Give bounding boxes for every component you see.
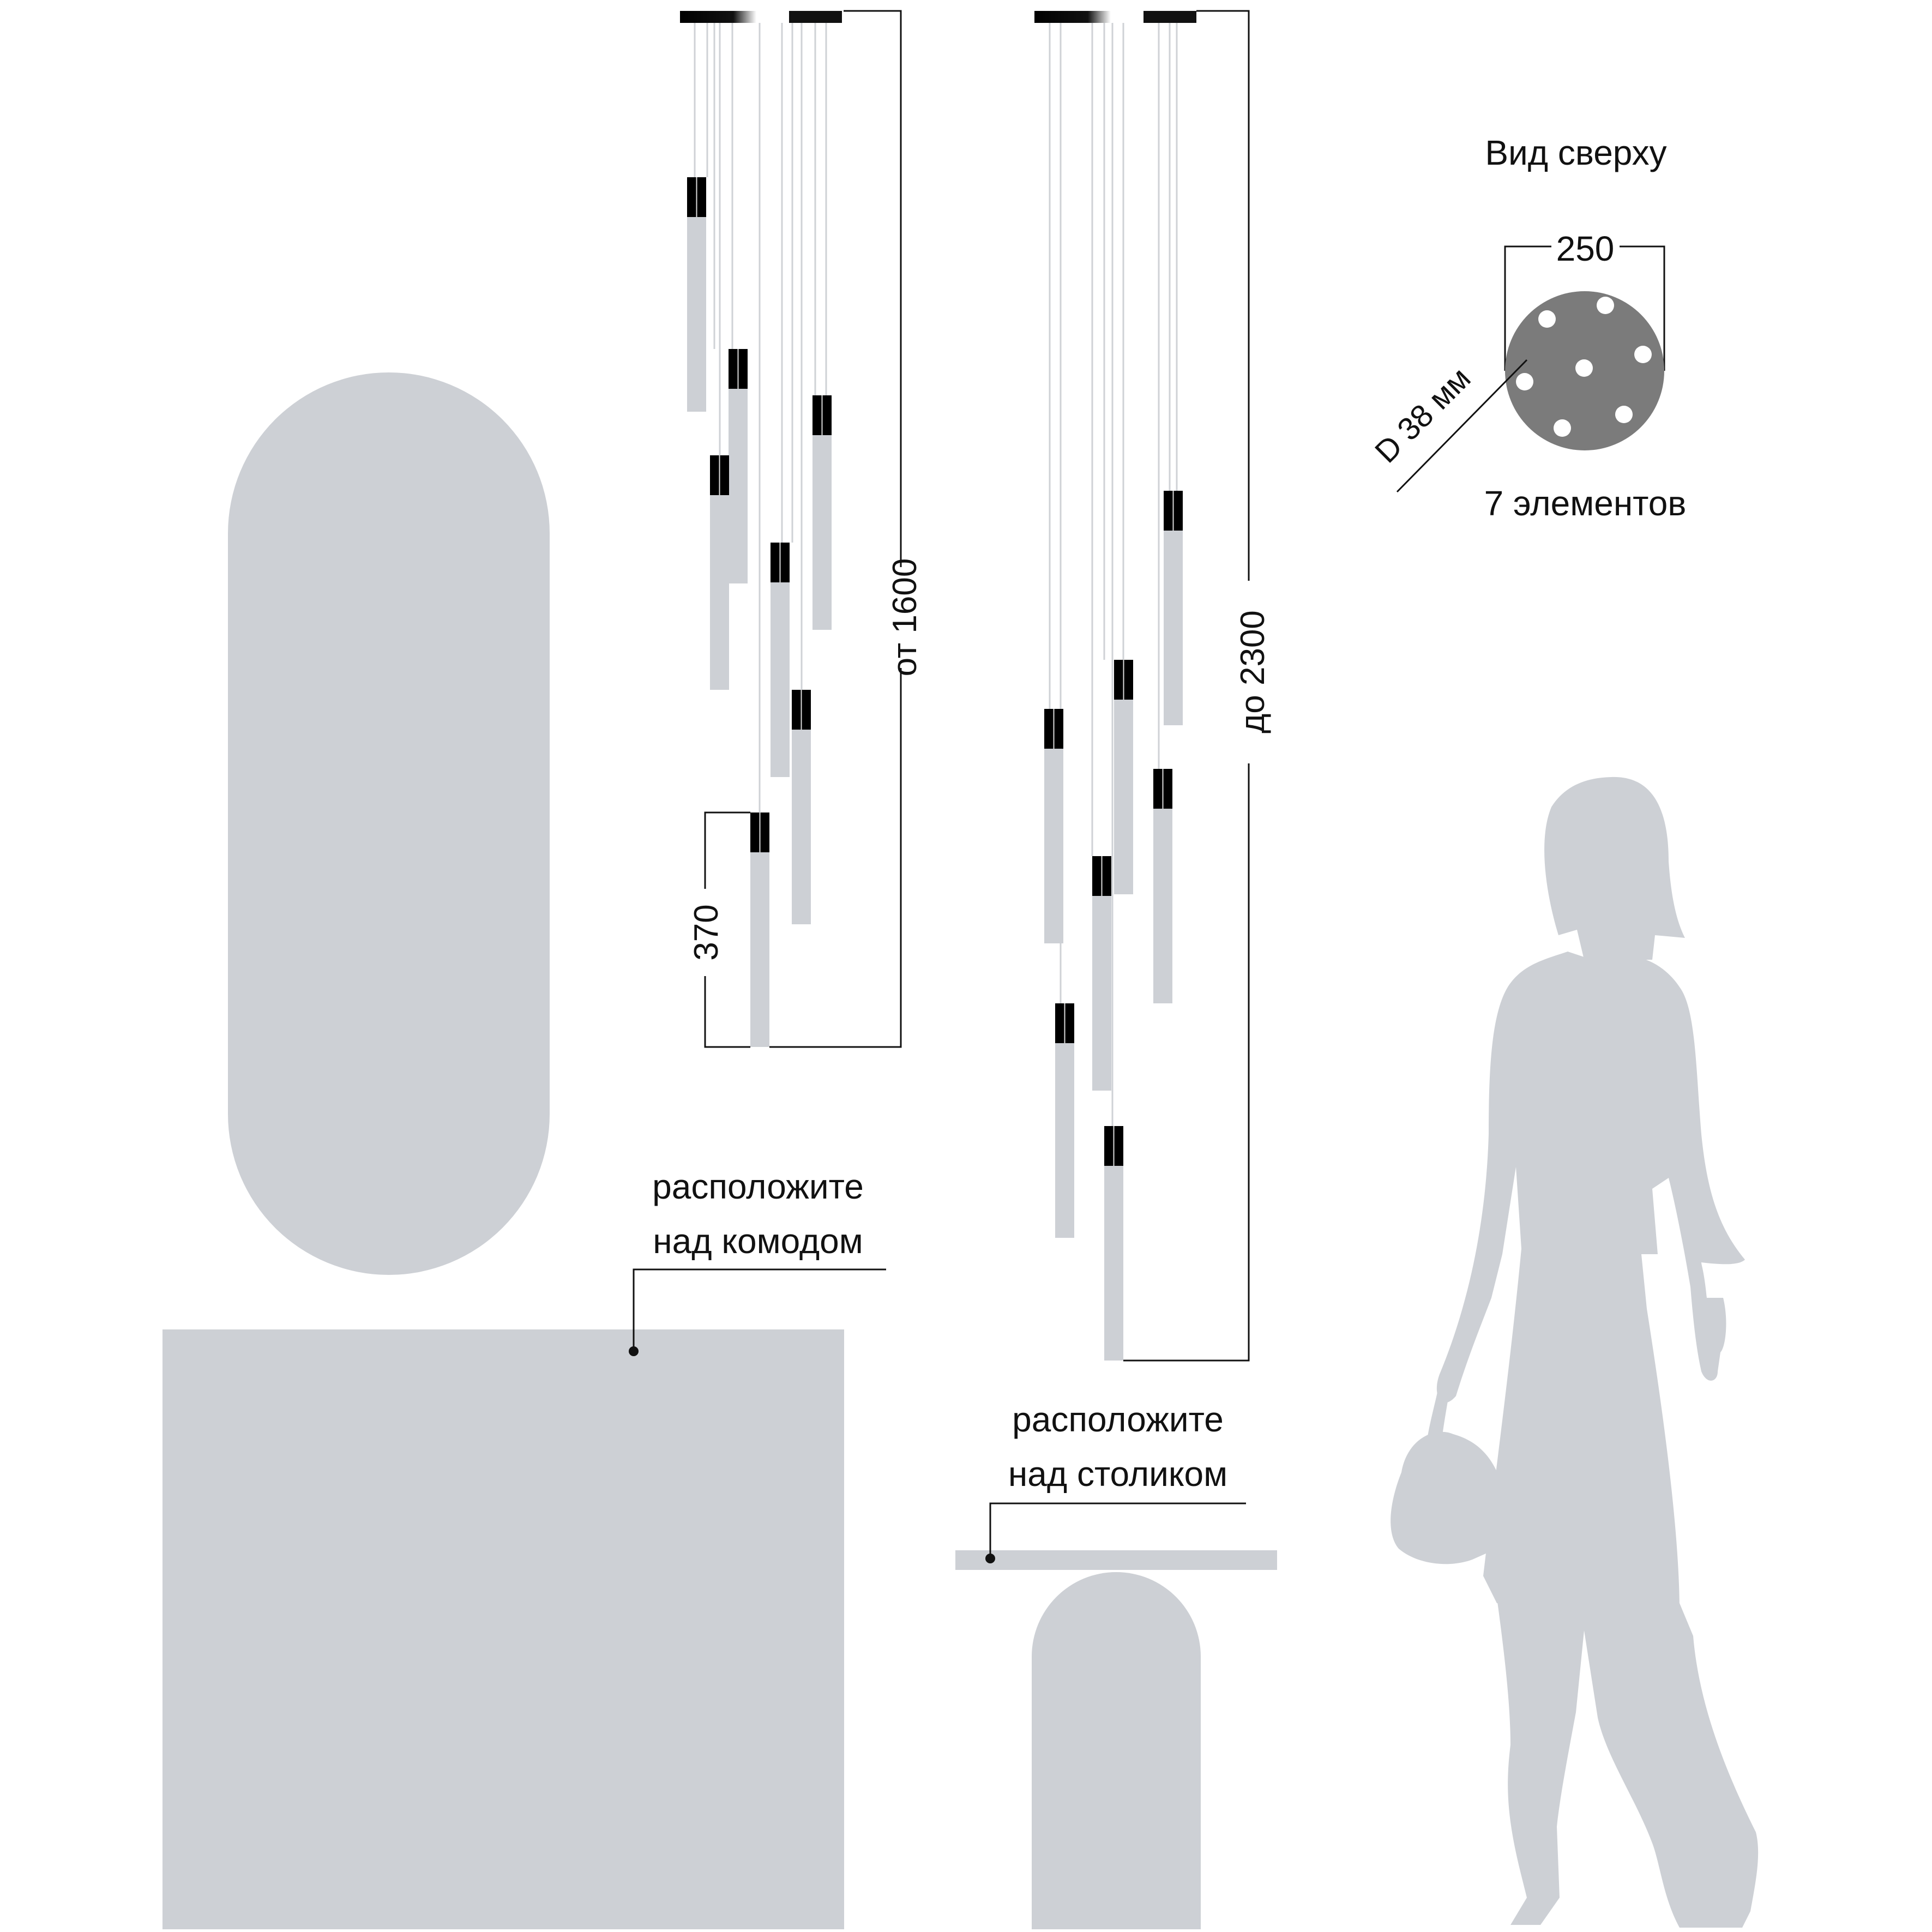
pendant xyxy=(687,177,706,412)
top-view-element xyxy=(1554,419,1571,437)
top-view-element xyxy=(1516,373,1533,390)
pendant xyxy=(1164,491,1183,725)
top-view-element xyxy=(1615,406,1633,423)
dimension-min-height xyxy=(769,10,902,1048)
pendant xyxy=(792,690,811,924)
body xyxy=(1436,952,1745,1614)
head-hair xyxy=(1544,777,1685,960)
dresser-silhouette xyxy=(162,1329,844,1929)
pendant xyxy=(710,455,729,690)
top-view: Вид сверху 250 D 38 мм 7 элементов xyxy=(1368,133,1686,523)
top-view-element xyxy=(1597,297,1614,314)
callout-dresser-line-1: расположите xyxy=(652,1167,864,1206)
top-view-title: Вид сверху xyxy=(1485,133,1666,172)
pendant xyxy=(1114,660,1133,894)
canopy xyxy=(789,11,842,23)
top-view-diameter-label: 250 xyxy=(1556,229,1615,268)
canopy xyxy=(680,11,756,23)
pendant xyxy=(1055,1003,1074,1238)
handbag-strap xyxy=(1423,1374,1450,1472)
pendant xyxy=(1044,709,1063,943)
callout-table-line-2: над столиком xyxy=(1008,1454,1227,1494)
table-base-silhouette xyxy=(1032,1572,1201,1929)
top-view-element xyxy=(1538,310,1556,328)
top-view-element xyxy=(1575,359,1593,377)
min-height-label: от 1600 xyxy=(886,558,924,677)
pendant xyxy=(812,395,832,630)
max-height-label: до 2300 xyxy=(1234,610,1272,733)
woman-silhouette xyxy=(1391,777,1759,1928)
table-top-silhouette xyxy=(955,1550,1277,1570)
legs xyxy=(1497,1598,1759,1928)
pendant xyxy=(1092,856,1111,1091)
callout-table-line-1: расположите xyxy=(1012,1400,1224,1439)
pendant xyxy=(1104,1126,1123,1361)
pendant xyxy=(750,812,769,1047)
chandelier-short xyxy=(680,11,842,1047)
dimension-shade-length xyxy=(704,811,750,1048)
canopy xyxy=(1143,11,1196,23)
elements-count-label: 7 элементов xyxy=(1484,484,1687,523)
handbag xyxy=(1391,1431,1503,1564)
mirror-silhouette xyxy=(228,372,550,1275)
top-view-element xyxy=(1634,346,1652,363)
callout-dresser-line-2: над комодом xyxy=(653,1221,863,1261)
pendant xyxy=(771,543,790,777)
chandelier-long xyxy=(1034,11,1196,1361)
callout-dresser: расположите над комодом xyxy=(629,1167,886,1356)
pendant xyxy=(729,349,748,583)
callout-table: расположите над столиком xyxy=(985,1400,1246,1563)
element-diameter-label: D 38 мм xyxy=(1368,360,1477,470)
shade-length-label: 370 xyxy=(688,904,725,960)
element-leader-line xyxy=(1396,359,1528,493)
dimension-max-height xyxy=(1123,10,1250,1362)
canopy xyxy=(1034,11,1111,23)
pendant xyxy=(1153,769,1172,1003)
